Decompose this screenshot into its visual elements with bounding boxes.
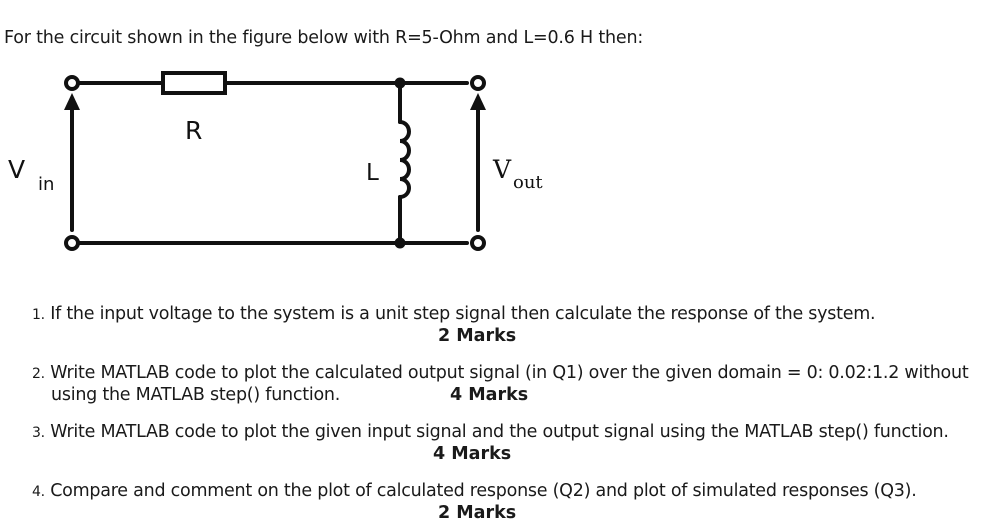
rl-circuit-diagram: R L V in V out — [8, 71, 543, 251]
terminal-in-bottom — [64, 235, 80, 251]
question-4: 4. Compare and comment on the plot of ca… — [32, 480, 917, 503]
question-text: Write MATLAB code to plot the given inpu… — [50, 422, 949, 442]
question-number: 2. — [32, 366, 45, 382]
vin-label-main: V — [8, 155, 25, 184]
terminal-out-bottom — [470, 235, 486, 251]
junction-top — [394, 77, 406, 89]
problem-statement: For the circuit shown in the figure belo… — [4, 28, 644, 48]
inductor-coil — [398, 120, 411, 199]
marks-label: 4 Marks — [433, 444, 512, 464]
question-number: 3. — [32, 425, 45, 441]
question-number: 4. — [32, 484, 45, 500]
terminal-in-top — [64, 75, 80, 91]
question-text: Compare and comment on the plot of calcu… — [50, 481, 917, 501]
vin-label-sub: in — [38, 174, 54, 195]
question-number: 1. — [32, 307, 45, 323]
inductor-label: L — [366, 160, 379, 186]
vout-label-sub: out — [513, 172, 543, 193]
marks-label: 4 Marks — [450, 385, 529, 405]
vin-arrow-head — [64, 93, 80, 110]
resistor-label: R — [185, 116, 202, 145]
question-text: If the input voltage to the system is a … — [50, 304, 876, 324]
vout-label-main: V — [492, 155, 512, 184]
marks-label: 2 Marks — [438, 503, 517, 523]
question-2: 2. Write MATLAB code to plot the calcula… — [32, 362, 969, 385]
question-2-continuation: using the MATLAB step() function. — [51, 385, 341, 405]
question-1: 1. If the input voltage to the system is… — [32, 303, 876, 326]
marks-label: 2 Marks — [438, 326, 517, 346]
terminal-out-top — [470, 75, 486, 91]
junction-bottom — [394, 237, 406, 249]
resistor-symbol — [161, 71, 227, 95]
vout-arrow-head — [470, 93, 486, 110]
question-3: 3. Write MATLAB code to plot the given i… — [32, 421, 949, 444]
question-text: Write MATLAB code to plot the calculated… — [50, 363, 969, 383]
